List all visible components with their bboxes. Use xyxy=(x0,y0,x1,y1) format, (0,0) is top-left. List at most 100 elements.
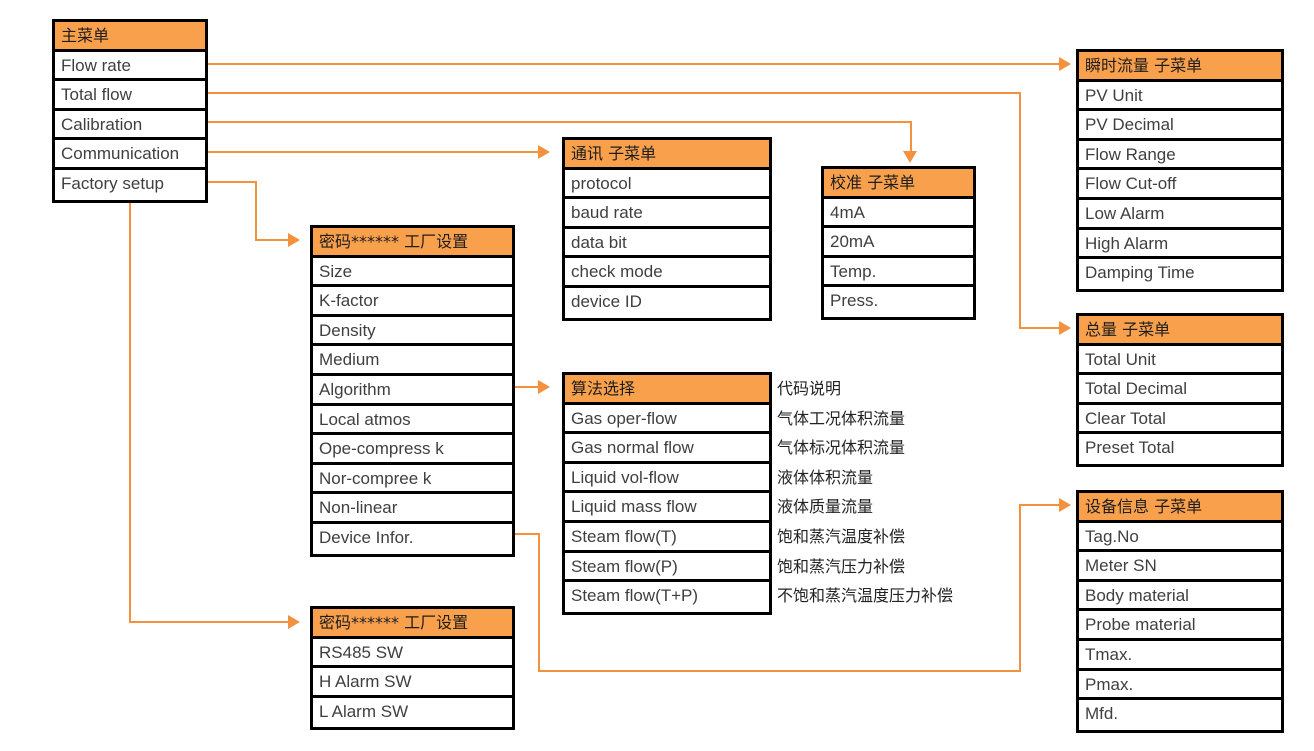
total-flow-item-preset-total[interactable]: Preset Total xyxy=(1079,434,1281,464)
total-flow-item-total-unit[interactable]: Total Unit xyxy=(1079,345,1281,376)
factory-setup-item-l-alarm-sw[interactable]: L Alarm SW xyxy=(313,697,512,728)
box-factory-setup-main: 密码****** 工厂设置 Size K-factor Density Medi… xyxy=(310,225,515,557)
factory-setup-item-nor-compree-k[interactable]: Nor-compree k xyxy=(313,464,512,495)
code-description-liquid-mass-flow: 液体质量流量 xyxy=(777,497,874,517)
calibration-item-press[interactable]: Press. xyxy=(824,287,973,317)
communication-item-device-id[interactable]: device ID xyxy=(565,287,769,318)
box-device-info-submenu: 设备信息 子菜单 Tag.No Meter SN Body material P… xyxy=(1076,490,1284,733)
factory-setup-item-non-linear[interactable]: Non-linear xyxy=(313,494,512,524)
arrow-deviceinfo-to-devicesub xyxy=(1059,498,1071,512)
factory-setup-item-medium[interactable]: Medium xyxy=(313,346,512,376)
device-info-item-mfd[interactable]: Mfd. xyxy=(1079,700,1281,730)
main-menu-item-flow-rate[interactable]: Flow rate xyxy=(55,51,205,82)
device-info-item-meter-sn[interactable]: Meter SN xyxy=(1079,552,1281,582)
code-description-steam-flow-t: 饱和蒸汽温度补偿 xyxy=(777,526,906,546)
connector-factory-top-seg3 xyxy=(255,239,288,241)
factory-setup-item-algorithm[interactable]: Algorithm xyxy=(313,375,512,406)
connector-totalflow-seg1 xyxy=(207,92,1020,94)
device-info-item-pmax[interactable]: Pmax. xyxy=(1079,670,1281,701)
connector-deviceinfo-seg3 xyxy=(538,670,1020,672)
total-flow-item-clear-total[interactable]: Clear Total xyxy=(1079,404,1281,435)
arrow-algorithm-to-algselect xyxy=(538,380,550,394)
arrow-factory-top xyxy=(288,233,300,247)
main-menu-item-total-flow[interactable]: Total flow xyxy=(55,81,205,111)
flow-rate-item-flow-cut-off[interactable]: Flow Cut-off xyxy=(1079,170,1281,200)
main-menu-item-factory-setup[interactable]: Factory setup xyxy=(55,169,205,200)
communication-item-protocol[interactable]: protocol xyxy=(565,169,769,200)
code-description-gas-oper-flow: 气体工况体积流量 xyxy=(777,408,906,428)
code-description-liquid-vol-flow: 液体体积流量 xyxy=(777,467,874,487)
connector-factory-bottom-seg1 xyxy=(129,196,131,623)
main-menu-item-communication[interactable]: Communication xyxy=(55,140,205,170)
flow-rate-item-high-alarm[interactable]: High Alarm xyxy=(1079,229,1281,260)
connector-flowrate-to-flowsub xyxy=(207,63,1059,65)
algorithm-select-header: 算法选择 xyxy=(565,375,769,405)
code-description-header: 代码说明 xyxy=(777,379,842,398)
box-communication-submenu: 通讯 子菜单 protocol baud rate data bit check… xyxy=(562,137,772,321)
flow-rate-item-flow-range[interactable]: Flow Range xyxy=(1079,140,1281,171)
arrow-totalflow-to-totalsub xyxy=(1059,321,1071,335)
connector-calibration-seg2 xyxy=(910,121,912,151)
factory-setup-item-size[interactable]: Size xyxy=(313,257,512,288)
communication-item-check-mode[interactable]: check mode xyxy=(565,258,769,288)
connector-deviceinfo-seg5 xyxy=(1019,504,1059,506)
algorithm-item-liquid-mass-flow[interactable]: Liquid mass flow xyxy=(565,493,769,523)
factory-setup-main-header: 密码****** 工厂设置 xyxy=(313,228,512,258)
device-info-item-body-material[interactable]: Body material xyxy=(1079,581,1281,612)
factory-setup-switches-header: 密码****** 工厂设置 xyxy=(313,609,512,639)
flow-rate-item-damping-time[interactable]: Damping Time xyxy=(1079,259,1281,289)
connector-factory-top-seg1 xyxy=(207,181,256,183)
flow-rate-submenu-header: 瞬时流量 子菜单 xyxy=(1079,52,1281,82)
arrow-flowrate-to-flowsub xyxy=(1059,57,1071,71)
factory-setup-item-device-infor[interactable]: Device Infor. xyxy=(313,523,512,554)
calibration-item-temp[interactable]: Temp. xyxy=(824,257,973,288)
calibration-submenu-header: 校准 子菜单 xyxy=(824,169,973,199)
algorithm-item-gas-normal-flow[interactable]: Gas normal flow xyxy=(565,434,769,464)
flow-rate-item-low-alarm[interactable]: Low Alarm xyxy=(1079,199,1281,230)
flow-rate-item-pv-decimal[interactable]: PV Decimal xyxy=(1079,111,1281,141)
communication-submenu-header: 通讯 子菜单 xyxy=(565,140,769,170)
code-description-steam-flow-p: 饱和蒸汽压力补偿 xyxy=(777,556,906,576)
connector-totalflow-seg3 xyxy=(1019,327,1059,329)
device-info-item-tmax[interactable]: Tmax. xyxy=(1079,640,1281,671)
connector-totalflow-seg2 xyxy=(1019,92,1021,328)
algorithm-item-gas-oper-flow[interactable]: Gas oper-flow xyxy=(565,404,769,435)
box-total-flow-submenu: 总量 子菜单 Total Unit Total Decimal Clear To… xyxy=(1076,313,1284,467)
factory-setup-item-k-factor[interactable]: K-factor xyxy=(313,287,512,317)
total-flow-submenu-header: 总量 子菜单 xyxy=(1079,316,1281,346)
factory-setup-item-local-atmos[interactable]: Local atmos xyxy=(313,405,512,436)
algorithm-item-steam-flow-p[interactable]: Steam flow(P) xyxy=(565,552,769,583)
box-calibration-submenu: 校准 子菜单 4mA 20mA Temp. Press. xyxy=(821,166,976,320)
flow-rate-item-pv-unit[interactable]: PV Unit xyxy=(1079,81,1281,112)
connector-deviceinfo-seg4 xyxy=(1019,504,1021,672)
algorithm-item-steam-flow-t[interactable]: Steam flow(T) xyxy=(565,522,769,553)
device-info-item-tag-no[interactable]: Tag.No xyxy=(1079,522,1281,553)
connector-algorithm-to-algselect xyxy=(513,386,538,388)
code-description-steam-flow-tp: 不饱和蒸汽温度压力补偿 xyxy=(777,586,954,606)
arrow-factory-bottom xyxy=(288,615,300,629)
connector-deviceinfo-seg2 xyxy=(538,533,540,671)
device-info-submenu-header: 设备信息 子菜单 xyxy=(1079,493,1281,523)
connector-factory-top-seg2 xyxy=(255,181,257,240)
total-flow-item-total-decimal[interactable]: Total Decimal xyxy=(1079,375,1281,405)
communication-item-baud-rate[interactable]: baud rate xyxy=(565,199,769,229)
communication-item-data-bit[interactable]: data bit xyxy=(565,228,769,259)
factory-setup-item-density[interactable]: Density xyxy=(313,316,512,347)
algorithm-item-liquid-vol-flow[interactable]: Liquid vol-flow xyxy=(565,463,769,494)
box-factory-setup-switches: 密码****** 工厂设置 RS485 SW H Alarm SW L Alar… xyxy=(310,606,515,731)
arrow-calibration-to-calsub xyxy=(903,151,917,163)
main-menu-header: 主菜单 xyxy=(55,22,205,52)
factory-setup-item-h-alarm-sw[interactable]: H Alarm SW xyxy=(313,668,512,698)
code-description-gas-normal-flow: 气体标况体积流量 xyxy=(777,438,906,458)
factory-setup-item-rs485-sw[interactable]: RS485 SW xyxy=(313,638,512,669)
calibration-item-20ma[interactable]: 20mA xyxy=(824,228,973,258)
main-menu-item-calibration[interactable]: Calibration xyxy=(55,110,205,141)
factory-setup-item-ope-compress-k[interactable]: Ope-compress k xyxy=(313,435,512,465)
algorithm-item-steam-flow-tp[interactable]: Steam flow(T+P) xyxy=(565,582,769,612)
box-flow-rate-submenu: 瞬时流量 子菜单 PV Unit PV Decimal Flow Range F… xyxy=(1076,49,1284,292)
device-info-item-probe-material[interactable]: Probe material xyxy=(1079,611,1281,641)
calibration-item-4ma[interactable]: 4mA xyxy=(824,198,973,229)
box-main-menu: 主菜单 Flow rate Total flow Calibration Com… xyxy=(52,19,208,203)
arrow-communication-to-commsub xyxy=(538,145,550,159)
